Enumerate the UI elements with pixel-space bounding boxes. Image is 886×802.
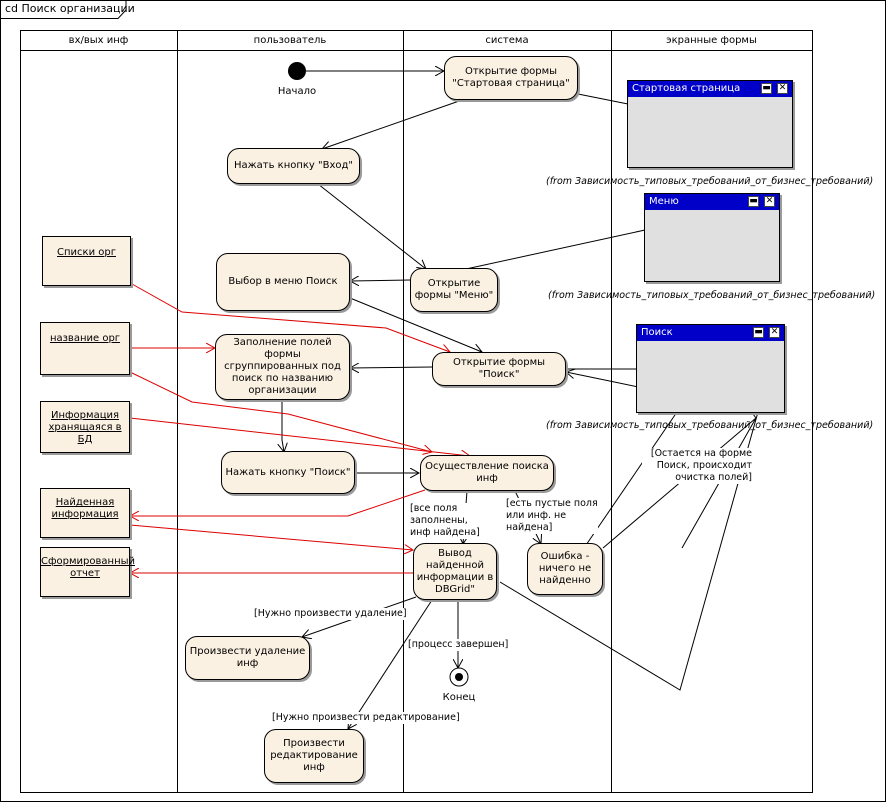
activity-fill-fields[interactable]: Заполнение полей формы сгруппированных п… [215,334,350,400]
object-db-info[interactable]: Информация хранящаяся в БД [40,401,130,453]
close-icon: ✕ [769,327,780,338]
guard-empty-fields: [есть пустые поля или инф. не найдена] [506,498,598,534]
activity-open-start[interactable]: Открытие формы "Стартовая страница" [444,56,578,100]
form-title: Стартовая страница [632,83,741,94]
object-found-info[interactable]: Найденная информация [40,488,130,538]
activity-open-search[interactable]: Открытие формы "Поиск" [432,352,566,386]
object-label: Сформированный отчет [41,556,135,579]
form-title: Меню [649,196,679,207]
maximize-icon: ▬ [748,196,759,207]
from-note-menu: (from Зависимость_типовых_требований_от_… [548,290,876,301]
guard-process-done: [процесс завершен] [408,639,509,651]
activity-open-menu[interactable]: Открытие формы "Меню" [410,268,498,312]
activity-do-search[interactable]: Осуществление поиска инф [420,455,554,491]
object-label: Информация хранящаяся в БД [48,410,122,445]
start-label: Начало [277,86,317,97]
guard-need-delete: [Нужно произвести удаление] [254,608,407,620]
object-label: название орг [49,333,121,344]
form-title: Поиск [641,327,673,338]
lane-forms: экранные формы [666,35,757,46]
lane-io: вх/вых инф [68,35,129,46]
object-org-name[interactable]: название орг [40,322,130,375]
lane-system: система [485,35,529,46]
activity-press-search[interactable]: Нажать кнопку "Поиск" [221,451,355,494]
maximize-icon: ▬ [753,327,764,338]
object-report[interactable]: Сформированный отчет [40,547,135,597]
activity-menu-search[interactable]: Выбор в меню Поиск [216,253,350,311]
activity-error[interactable]: Ошибка - ничего не найденно [527,543,603,595]
lane-user: пользователь [253,35,327,46]
frame-tab-border [0,0,127,19]
activity-do-edit[interactable]: Произвести редактирование инф [264,729,364,783]
guard-need-edit: [Нужно произвести редактирование] [272,712,460,724]
object-org-lists[interactable]: Списки орг [42,236,131,286]
end-label: Конец [442,692,476,703]
guard-all-filled: [все поля заполнены, инф найдена] [410,503,488,539]
form-menu[interactable]: Меню ▬ ✕ [644,193,780,282]
guard-stays-on-form: [Остается на форме Поиск, происходит очи… [642,448,752,484]
object-label: Найденная информация [51,497,119,520]
close-icon: ✕ [764,196,775,207]
maximize-icon: ▬ [761,83,772,94]
frame-title: cd Поиск организации [5,2,135,15]
close-icon: ✕ [777,83,788,94]
from-note-search: (from Зависимость_типовых_требований_от_… [546,420,874,431]
form-start-page[interactable]: Стартовая страница ▬ ✕ [627,80,793,168]
activity-press-login[interactable]: Нажать кнопку "Вход" [227,148,360,184]
from-note-start: (from Зависимость_типовых_требований_от_… [546,176,874,187]
activity-show-result[interactable]: Вывод найденной информации в DBGrid" [413,543,497,600]
start-node [288,62,306,80]
object-label: Списки орг [57,247,116,258]
activity-do-delete[interactable]: Произвести удаление инф [185,636,310,680]
form-search[interactable]: Поиск ▬ ✕ [636,324,785,413]
